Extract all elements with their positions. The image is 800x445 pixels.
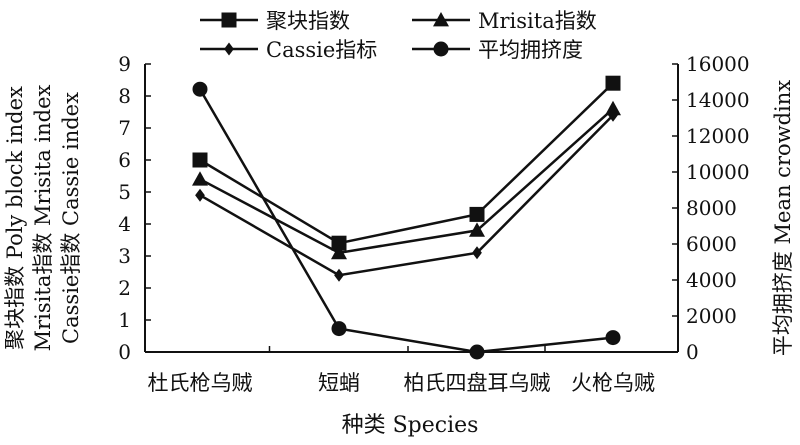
series-diamond [195,108,618,282]
marker-circle [469,344,485,360]
y-tick-label-left: 6 [118,148,131,172]
y-axis-label-left-3: Cassie指数 Cassie index [59,92,83,344]
series-circle [192,81,621,360]
y-tick-label-right: 16000 [686,52,750,76]
y-axis-label-left-1: 聚块指数 Poly block index [3,86,27,350]
legend-label: 聚块指数 [266,9,350,33]
y-tick-label-left: 4 [118,212,131,236]
y-tick-label-left: 5 [118,180,131,204]
marker-diamond [224,42,234,56]
y-tick-label-right: 14000 [686,88,750,112]
axes [144,64,679,353]
marker-diamond [195,188,205,202]
y-tick-label-right: 12000 [686,124,750,148]
ticks: 0 1 2 3 4 5 6 7 8 9 0 2000 4000 6000 8000 10000 12000 140… [118,52,749,395]
marker-triangle [331,244,347,260]
y-tick-label-left: 8 [118,84,131,108]
y-tick-label-left: 7 [118,116,131,140]
marker-square [331,235,347,251]
legend-item: 平均拥挤度 [412,38,583,62]
series-line [199,114,614,277]
marker-circle [192,81,208,97]
legend-item: Cassie指标 [200,38,377,62]
y-tick-label-right: 4000 [686,268,737,292]
x-tick-label: 柏氏四盘耳乌贼 [404,371,551,395]
x-tick-label: 火枪乌贼 [571,371,655,395]
y-tick-label-left: 0 [118,340,131,364]
series-line [199,107,614,255]
y-tick-label-right: 10000 [686,160,750,184]
legend-label: 平均拥挤度 [478,38,583,62]
legend-label: Cassie指标 [266,38,377,62]
marker-square [605,75,621,91]
x-tick-label: 杜氏枪乌贼 [148,371,253,395]
y-axis-label-right: 平均拥挤度 Mean crowdinx [771,80,795,356]
series-line [198,88,614,354]
series-triangle [192,100,621,260]
marker-diamond [334,268,344,282]
x-axis-label: 种类 Species [342,413,479,438]
y-tick-label-right: 0 [686,340,699,364]
axis-labels: 种类 Species 聚块指数 Poly block index Mrisita… [3,80,795,438]
y-axis-label-left-2: Mrisita指数 Mrisita index [31,84,55,351]
marker-diamond [608,108,618,122]
series-square [192,75,621,251]
marker-diamond [472,246,482,260]
y-tick-label-left: 9 [118,52,131,76]
marker-square [469,206,485,222]
marker-circle [433,41,449,57]
series [192,75,621,360]
marker-circle [605,330,621,346]
legend: 聚块指数 Mrisita指数 Cassie指标 平均拥挤度 [200,9,597,62]
y-tick-label-right: 8000 [686,196,737,220]
legend-item: Mrisita指数 [412,9,597,33]
y-tick-label-right: 2000 [686,304,737,328]
marker-triangle [433,12,449,27]
series-line [199,82,614,245]
legend-label: Mrisita指数 [478,9,597,33]
y-tick-label-right: 6000 [686,232,737,256]
y-tick-label-left: 3 [118,244,131,268]
legend-item: 聚块指数 [200,9,350,33]
marker-circle [331,321,347,337]
marker-triangle [192,171,208,186]
x-tick-label: 短蛸 [318,371,360,395]
marker-square [221,12,237,28]
marker-triangle [605,100,621,116]
marker-triangle [469,222,485,237]
y-tick-label-left: 2 [118,276,131,300]
marker-square [192,152,208,168]
y-tick-label-left: 1 [118,308,131,332]
